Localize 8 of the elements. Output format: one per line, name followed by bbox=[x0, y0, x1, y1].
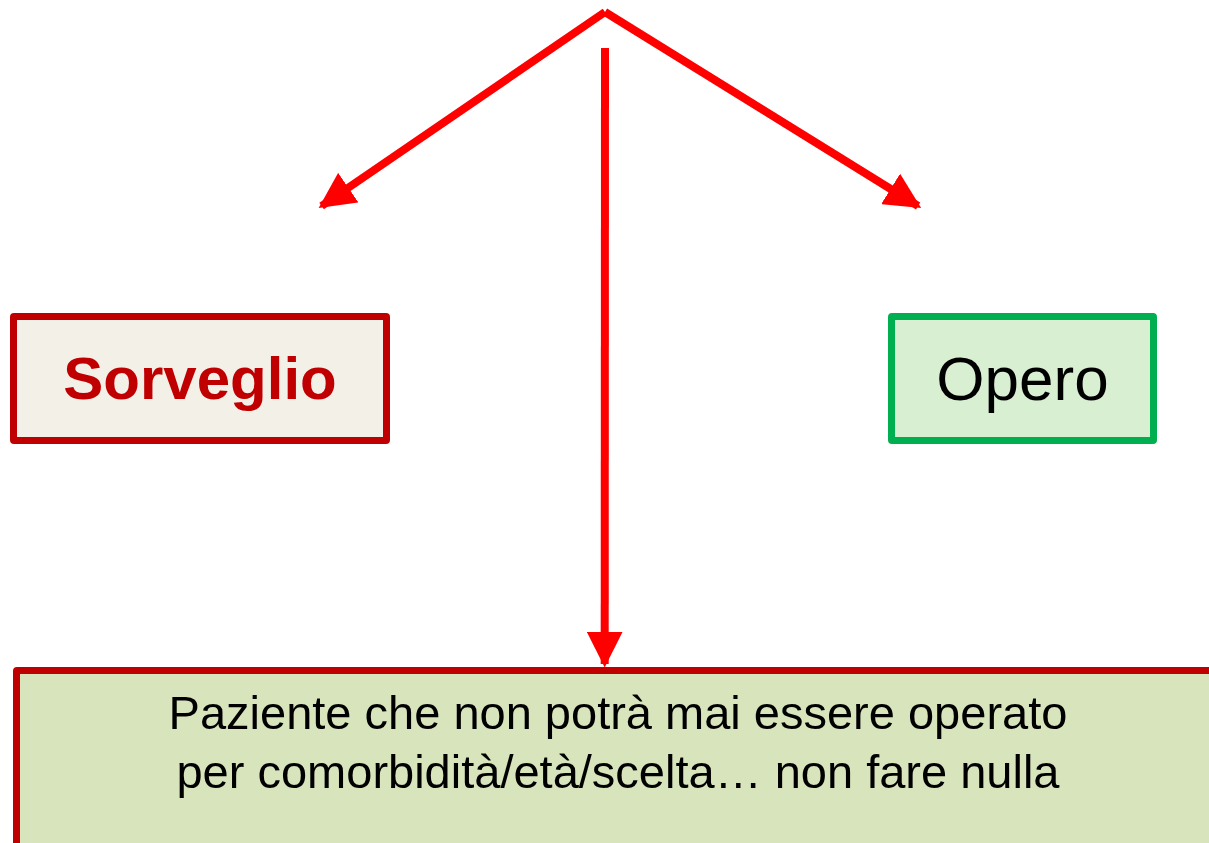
status-box bbox=[888, 313, 1157, 444]
box-text: Paziente che non potrà mai essere operato per comorbidità/età/scelta… non fare nulla bbox=[167, 685, 1069, 800]
note-box bbox=[13, 667, 1209, 843]
arrow bbox=[318, 8, 608, 210]
arrow bbox=[602, 8, 922, 210]
status-box bbox=[10, 313, 390, 444]
box-text: Opero bbox=[936, 342, 1109, 415]
box-text: Sorveglio bbox=[63, 344, 337, 414]
